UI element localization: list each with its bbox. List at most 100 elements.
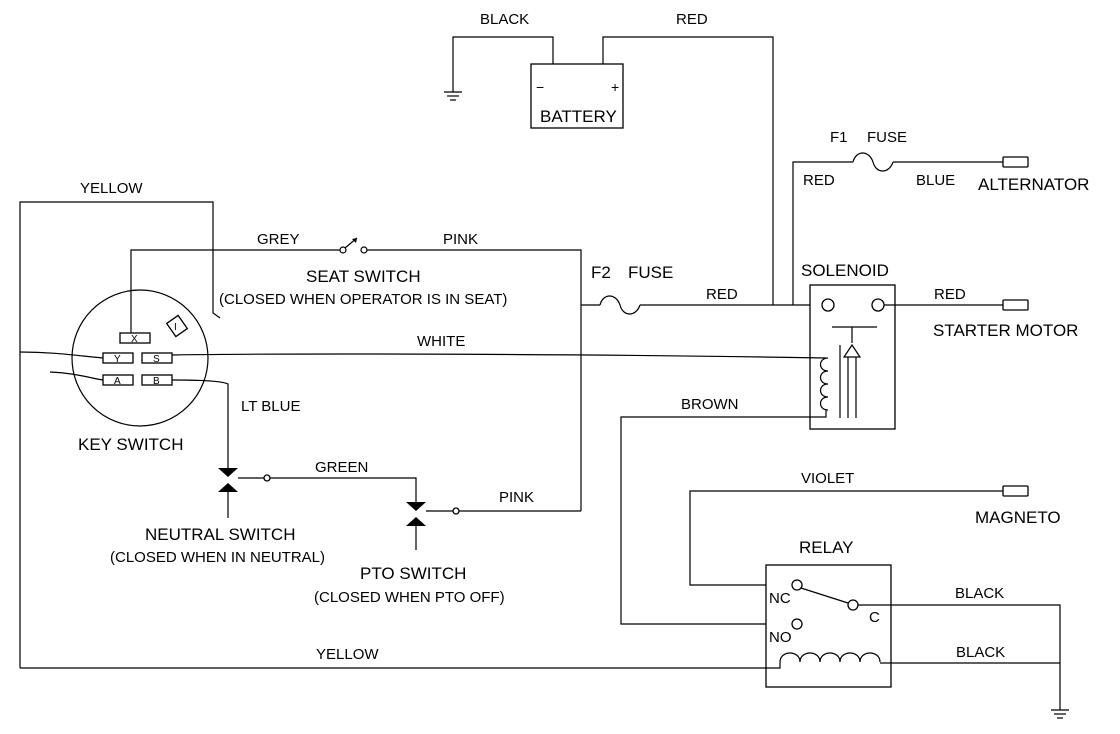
seat-switch-note: (CLOSED WHEN OPERATOR IS IN SEAT) xyxy=(219,291,507,308)
pto-switch-top-arrow-icon xyxy=(406,502,426,511)
key-terminal-i-label: I xyxy=(174,322,177,333)
wire-green xyxy=(270,477,417,502)
wire-label-relay-c: BLACK xyxy=(955,585,1004,602)
starter-motor-label: STARTER MOTOR xyxy=(933,321,1078,340)
solenoid-terminal-left xyxy=(821,298,835,312)
relay-coil-icon xyxy=(779,652,881,663)
wire-label-battery-positive: RED xyxy=(676,11,708,28)
neutral-switch-terminal xyxy=(263,474,271,482)
wire-label-key-to-i: YELLOW xyxy=(80,180,143,197)
seat-switch-contact-a xyxy=(339,246,347,254)
solenoid-terminal-right xyxy=(871,298,885,312)
fuse-f2-icon xyxy=(599,295,641,315)
pto-switch xyxy=(406,502,460,550)
alternator-label: ALTERNATOR xyxy=(978,175,1089,194)
ground-icon xyxy=(1051,709,1069,719)
key-terminal-a-label: A xyxy=(114,376,121,387)
wire-battery-positive xyxy=(602,36,774,305)
ground-icon xyxy=(444,91,462,101)
relay-box xyxy=(765,564,892,688)
battery: − + BATTERY xyxy=(530,63,624,129)
wire-yellow-main xyxy=(19,201,221,668)
wire-label-violet: VIOLET xyxy=(801,470,854,487)
wire-label-f1-in: RED xyxy=(803,172,835,189)
solenoid-plunger-arrow-icon xyxy=(842,343,862,358)
relay-label: RELAY xyxy=(799,538,854,557)
wire-label-relay-coil: BLACK xyxy=(956,644,1005,661)
key-switch-body xyxy=(71,289,209,427)
key-terminal-b-label: B xyxy=(153,376,160,387)
magneto-connector-icon xyxy=(1002,485,1029,497)
wire-white xyxy=(171,353,827,359)
wire-f1-in xyxy=(792,161,853,305)
wire-key-a-lead xyxy=(49,371,104,381)
battery-positive-sign: + xyxy=(611,79,619,95)
wire-key-y-lead xyxy=(19,351,104,359)
wire-label-brown: BROWN xyxy=(681,396,739,413)
relay-nc-label: NC xyxy=(769,590,791,607)
solenoid xyxy=(809,284,896,430)
battery-negative-sign: − xyxy=(536,79,544,95)
relay: NC NO C xyxy=(765,564,892,688)
seat-switch xyxy=(339,237,368,254)
pto-switch-terminal xyxy=(452,507,460,515)
key-terminal-y-label: Y xyxy=(114,354,121,365)
starter-connector-icon xyxy=(1002,299,1029,311)
relay-terminal-nc xyxy=(791,579,803,591)
key-terminal-s-label: S xyxy=(153,354,160,365)
pto-switch-note: (CLOSED WHEN PTO OFF) xyxy=(314,589,505,606)
wire-label-white: WHITE xyxy=(417,333,465,350)
wire-label-grey: GREY xyxy=(257,231,300,248)
seat-switch-contact-b xyxy=(360,246,368,254)
key-terminal-x xyxy=(119,332,151,344)
pto-switch-label: PTO SWITCH xyxy=(360,564,466,583)
wire-yellow-bottom xyxy=(20,662,781,669)
solenoid-coil-icon xyxy=(819,357,829,411)
key-terminal-x-label: X xyxy=(131,334,138,345)
wire-label-starter: RED xyxy=(934,286,966,303)
pto-switch-bottom-arrow-icon xyxy=(406,517,426,526)
relay-c-label: C xyxy=(869,609,880,626)
neutral-switch xyxy=(218,468,271,518)
key-terminal-s xyxy=(141,352,173,364)
neutral-switch-top-arrow-icon xyxy=(218,468,238,477)
wire-label-key-relay: YELLOW xyxy=(316,646,379,663)
wire-battery-ground xyxy=(452,36,554,92)
wire-label-pto-out: PINK xyxy=(499,489,534,506)
magneto-label: MAGNETO xyxy=(975,508,1061,527)
relay-armature xyxy=(800,587,849,604)
f2-fuse-label: FUSE xyxy=(628,263,673,282)
key-switch-label: KEY SWITCH xyxy=(78,435,183,454)
wire-violet xyxy=(689,490,1003,586)
relay-terminal-c xyxy=(847,599,859,611)
battery-label: BATTERY xyxy=(540,107,617,126)
relay-terminal-no xyxy=(791,618,803,630)
wire-label-lt-blue: LT BLUE xyxy=(241,398,300,415)
wire-label-battery-ground: BLACK xyxy=(480,11,529,28)
seat-switch-arrow-icon xyxy=(352,238,357,243)
seat-switch-label: SEAT SWITCH xyxy=(306,267,421,286)
neutral-switch-bottom-arrow-icon xyxy=(218,483,238,492)
f1-label: F1 xyxy=(830,129,848,146)
key-terminal-i xyxy=(165,314,189,338)
alternator-connector-icon xyxy=(1002,156,1029,168)
wire-grey xyxy=(130,249,340,333)
wire-black-c xyxy=(858,604,1061,710)
f1-fuse-label: FUSE xyxy=(867,129,907,146)
neutral-switch-label: NEUTRAL SWITCH xyxy=(145,525,296,544)
wire-label-f1-out: BLUE xyxy=(916,172,955,189)
wire-brown xyxy=(620,410,827,625)
key-switch: X I Y S A B xyxy=(71,289,209,427)
relay-no-label: NO xyxy=(769,629,792,646)
fuse-f1-icon xyxy=(852,152,894,172)
wire-label-f2-out: RED xyxy=(706,286,738,303)
neutral-switch-note: (CLOSED WHEN IN NEUTRAL) xyxy=(110,549,325,566)
wire-pink-main xyxy=(367,249,582,511)
wire-lt-blue xyxy=(171,379,229,468)
wire-label-green: GREEN xyxy=(315,459,368,476)
solenoid-label: SOLENOID xyxy=(801,261,889,280)
battery-box xyxy=(530,63,624,129)
f2-label: F2 xyxy=(591,263,611,282)
wire-label-seat-out: PINK xyxy=(443,231,478,248)
